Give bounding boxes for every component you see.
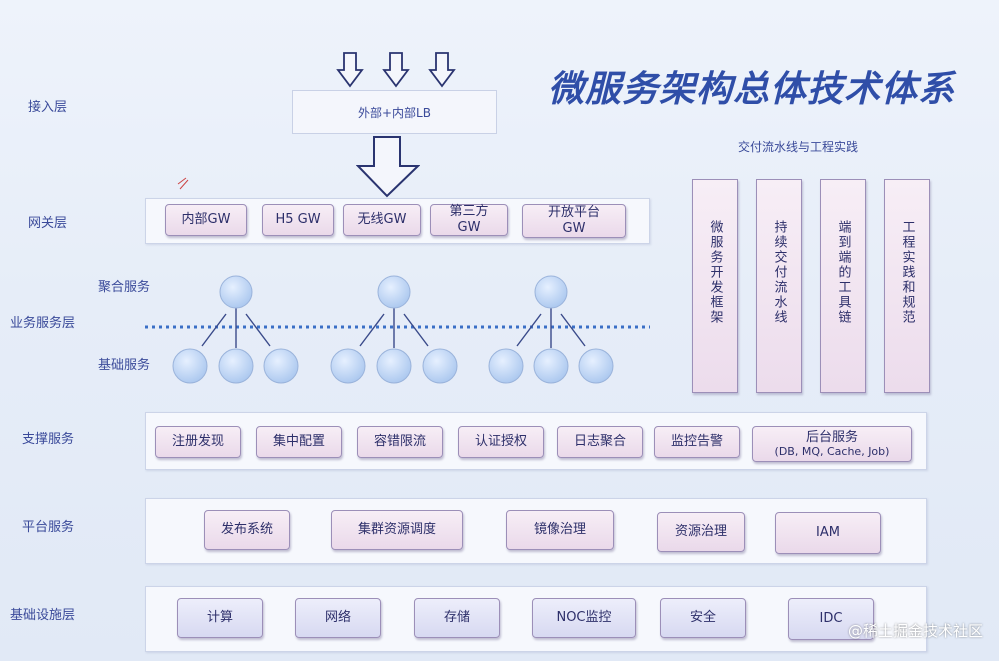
support-registry[interactable]: 注册发现 bbox=[155, 426, 241, 458]
support-auth[interactable]: 认证授权 bbox=[458, 426, 544, 458]
pointer-mark bbox=[177, 177, 189, 190]
layer-label-support: 支撑服务 bbox=[22, 432, 75, 447]
delivery-item-label: 工程实践和规范 bbox=[899, 220, 915, 325]
delivery-toolchain[interactable]: 端到端的工具链 bbox=[820, 179, 866, 393]
backend-service-title: 后台服务 bbox=[805, 429, 858, 445]
gateway-open-platform[interactable]: 开放平台GW bbox=[522, 204, 626, 238]
aggregate-node bbox=[534, 275, 568, 309]
service-cluster-3 bbox=[488, 275, 614, 384]
layer-label-platform: 平台服务 bbox=[22, 520, 75, 535]
infra-network[interactable]: 网络 bbox=[295, 598, 381, 638]
down-arrow-icon bbox=[336, 52, 364, 88]
base-node bbox=[422, 348, 458, 384]
support-config[interactable]: 集中配置 bbox=[256, 426, 342, 458]
down-arrow-icon bbox=[382, 52, 410, 88]
aggregate-node bbox=[377, 275, 411, 309]
service-cluster-2 bbox=[330, 275, 458, 384]
diagram-title: 微服务架构总体技术体系 bbox=[548, 68, 956, 110]
delivery-item-label: 持续交付流水线 bbox=[771, 220, 787, 325]
aggregate-node bbox=[219, 275, 253, 309]
infra-storage[interactable]: 存储 bbox=[414, 598, 500, 638]
base-node bbox=[533, 348, 569, 384]
gateway-third-party[interactable]: 第三方GW bbox=[430, 204, 508, 236]
big-down-arrow-icon bbox=[356, 136, 420, 198]
delivery-title: 交付流水线与工程实践 bbox=[738, 140, 859, 154]
layer-label-business: 业务服务层 bbox=[10, 316, 76, 331]
delivery-microservice-framework[interactable]: 微服务开发框架 bbox=[692, 179, 738, 393]
base-node bbox=[218, 348, 254, 384]
platform-image-governance[interactable]: 镜像治理 bbox=[506, 510, 614, 550]
base-node bbox=[263, 348, 299, 384]
platform-iam[interactable]: IAM bbox=[775, 512, 881, 554]
base-node bbox=[578, 348, 614, 384]
infra-idc[interactable]: IDC bbox=[788, 598, 874, 640]
infra-security[interactable]: 安全 bbox=[660, 598, 746, 638]
base-node bbox=[330, 348, 366, 384]
delivery-item-label: 微服务开发框架 bbox=[707, 220, 723, 325]
support-backend-service[interactable]: 后台服务 (DB, MQ, Cache, Job) bbox=[752, 426, 912, 462]
delivery-continuous-pipeline[interactable]: 持续交付流水线 bbox=[756, 179, 802, 393]
gateway-wireless[interactable]: 无线GW bbox=[343, 204, 421, 236]
layer-label-gateway: 网关层 bbox=[28, 216, 68, 231]
aggregate-service-label: 聚合服务 bbox=[98, 280, 151, 295]
platform-cluster-scheduling[interactable]: 集群资源调度 bbox=[331, 510, 463, 550]
delivery-engineering-practice[interactable]: 工程实践和规范 bbox=[884, 179, 930, 393]
platform-resource-governance[interactable]: 资源治理 bbox=[657, 512, 745, 552]
platform-release[interactable]: 发布系统 bbox=[204, 510, 290, 550]
base-service-label: 基础服务 bbox=[98, 358, 151, 373]
backend-service-detail: (DB, MQ, Cache, Job) bbox=[774, 445, 890, 459]
watermark: @稀土掘金技术社区 bbox=[847, 622, 983, 640]
layer-label-infra: 基础设施层 bbox=[10, 608, 76, 623]
support-fault-tolerance[interactable]: 容错限流 bbox=[357, 426, 443, 458]
infra-noc-monitoring[interactable]: NOC监控 bbox=[532, 598, 636, 638]
gateway-internal[interactable]: 内部GW bbox=[165, 204, 247, 236]
down-arrow-icon bbox=[428, 52, 456, 88]
layer-label-access: 接入层 bbox=[28, 100, 68, 115]
service-cluster-1 bbox=[172, 275, 299, 384]
base-node bbox=[376, 348, 412, 384]
support-monitoring[interactable]: 监控告警 bbox=[654, 426, 740, 458]
base-node bbox=[172, 348, 208, 384]
infra-compute[interactable]: 计算 bbox=[177, 598, 263, 638]
base-node bbox=[488, 348, 524, 384]
delivery-item-label: 端到端的工具链 bbox=[835, 220, 851, 325]
support-logging[interactable]: 日志聚合 bbox=[557, 426, 643, 458]
gateway-h5[interactable]: H5 GW bbox=[262, 204, 334, 236]
load-balancer-box: 外部+内部LB bbox=[292, 90, 497, 134]
